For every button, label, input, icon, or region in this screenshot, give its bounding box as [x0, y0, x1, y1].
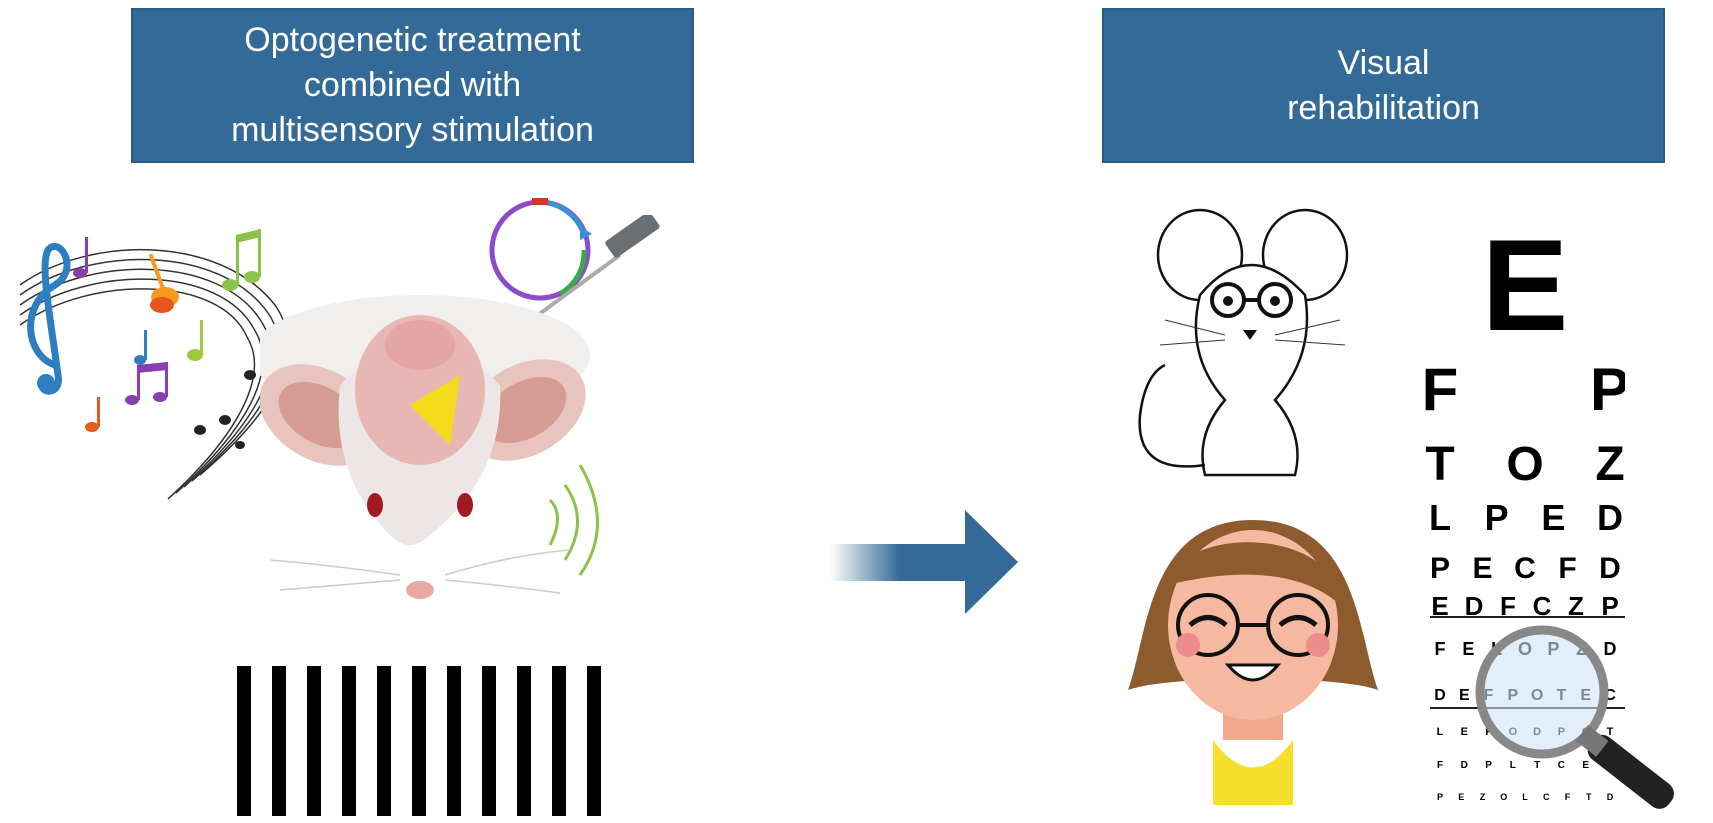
- eye-chart-letter: Z: [1595, 438, 1624, 491]
- eye-chart-letter: L: [1429, 497, 1451, 538]
- eye-chart-letter: C: [1543, 792, 1550, 802]
- eye-chart-letter: D: [1599, 552, 1621, 585]
- grating-stripe: [447, 666, 461, 816]
- eye-chart-letter: L: [1510, 760, 1516, 771]
- eye-chart-letter: F: [1437, 760, 1443, 771]
- eye-chart-letter: D: [1597, 497, 1623, 538]
- grating-icon: [237, 666, 601, 816]
- eye-chart-letter: F: [1425, 356, 1458, 423]
- eye-chart-letter: F: [1435, 639, 1446, 659]
- eye-chart-letter: D: [1434, 687, 1446, 704]
- grating-stripe: [482, 666, 496, 816]
- left-header-line-2: combined with: [303, 66, 522, 104]
- eye-chart-letter: D: [1607, 792, 1614, 802]
- plasmid-icon: [489, 198, 592, 301]
- eye-chart-letter: E: [1458, 792, 1464, 802]
- eye-chart-letter: L: [1522, 792, 1528, 802]
- eye-chart-letter: E: [1431, 591, 1448, 621]
- grating-stripe: [587, 666, 601, 816]
- right-header-line-2: rehabilitation: [1287, 88, 1480, 127]
- girl-with-glasses-icon: [1128, 520, 1378, 805]
- eye-chart-letter: T: [1586, 792, 1592, 802]
- eye-chart-letter: P: [1485, 497, 1509, 538]
- mouse-with-glasses-icon: [1138, 208, 1349, 477]
- left-header-line-3: multisensory stimulation: [231, 111, 594, 149]
- grating-stripe: [517, 666, 531, 816]
- eye-chart-letter: Z: [1480, 792, 1486, 802]
- eye-chart-letter: O: [1506, 438, 1543, 491]
- eye-chart-letter: P: [1430, 552, 1450, 585]
- grating-stripe: [342, 666, 356, 816]
- eye-chart-letter: E: [1461, 726, 1468, 738]
- grating-stripe: [307, 666, 321, 816]
- eye-chart-letter: E: [1541, 497, 1565, 538]
- eye-chart-letter: E: [1459, 687, 1470, 704]
- left-panel-header: Optogenetic treatment combined with mult…: [131, 8, 694, 163]
- eye-chart-letter: T: [1425, 438, 1454, 491]
- eye-chart-letter: E: [1582, 760, 1589, 771]
- eye-chart-letter: E: [1462, 639, 1474, 659]
- grating-stripe: [237, 666, 251, 816]
- eye-chart-letter: D: [1604, 639, 1617, 659]
- magnifier-icon: [1475, 625, 1674, 809]
- eye-chart-letter: C: [1533, 591, 1552, 621]
- eye-chart-letter: E: [1482, 212, 1569, 358]
- eye-chart-letter: P: [1601, 591, 1618, 621]
- grating-stripe: [552, 666, 566, 816]
- eye-chart-letter: E: [1472, 552, 1492, 585]
- eye-chart-letter: C: [1514, 552, 1536, 585]
- eye-chart-letter: T: [1607, 726, 1614, 738]
- grating-stripe: [272, 666, 286, 816]
- eye-chart-letter: P: [1590, 356, 1625, 423]
- eye-chart-letter: F: [1565, 792, 1571, 802]
- eye-chart-letter: L: [1437, 726, 1444, 738]
- eye-chart-letter: C: [1558, 760, 1565, 771]
- eye-chart-letter: P: [1437, 792, 1443, 802]
- sound-waves-icon: [548, 464, 599, 576]
- eye-chart-letter: D: [1465, 591, 1484, 621]
- right-header-line-1: Visual: [1337, 43, 1430, 82]
- grating-stripe: [377, 666, 391, 816]
- music-notes-icon: [19, 229, 289, 500]
- eye-chart-letter: T: [1534, 760, 1540, 771]
- grating-stripe: [412, 666, 426, 816]
- eye-chart-letter: F: [1558, 552, 1576, 585]
- eye-chart-letter: Z: [1568, 591, 1584, 621]
- arrow-icon: [830, 510, 1018, 614]
- eye-chart-letter: F: [1485, 726, 1492, 738]
- eye-chart-letter: D: [1461, 760, 1468, 771]
- eye-chart-letter: O: [1500, 792, 1507, 802]
- right-panel-header: Visual rehabilitation: [1102, 8, 1665, 163]
- eye-chart-letter: P: [1485, 760, 1492, 771]
- left-header-line-1: Optogenetic treatment: [244, 21, 581, 59]
- mouse-head-icon: [260, 215, 660, 599]
- eye-chart-letter: F: [1500, 591, 1516, 621]
